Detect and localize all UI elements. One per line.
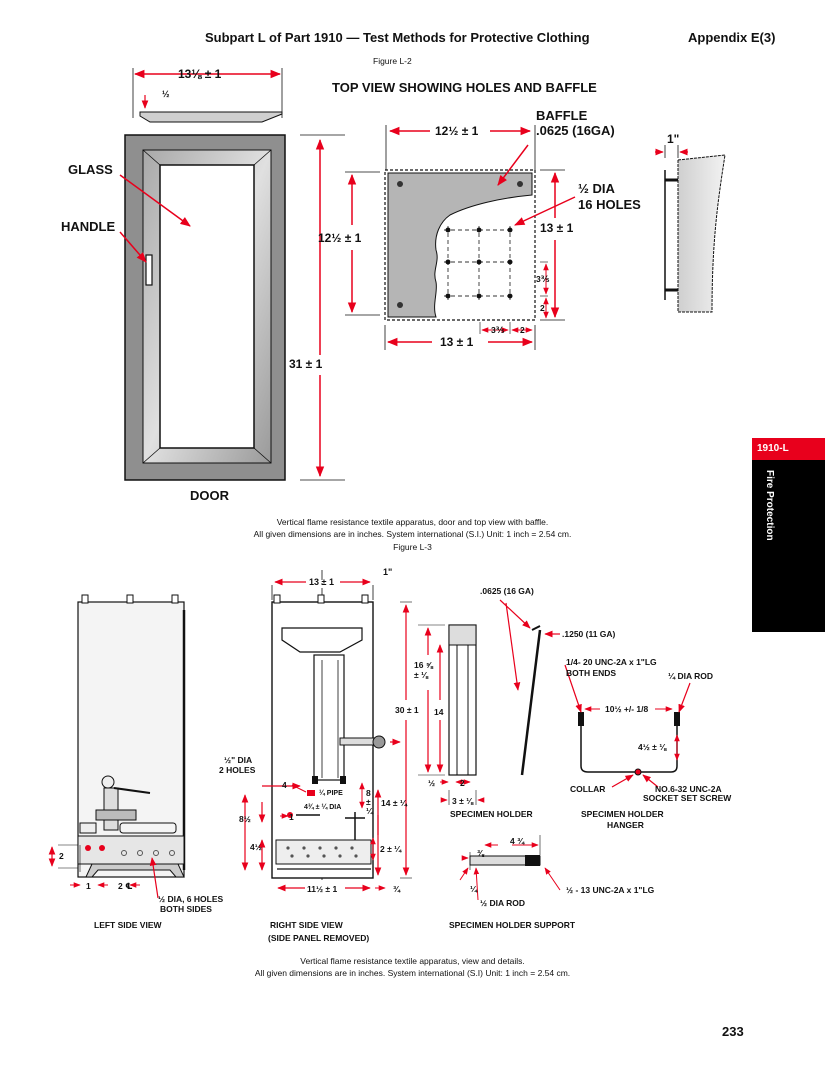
six-holes-1-label: ½ DIA, 6 HOLES	[158, 894, 224, 904]
page-header-appendix: Appendix E(3)	[688, 30, 776, 45]
rs-4-dim: 4	[282, 780, 287, 790]
top-view-title: TOP VIEW SHOWING HOLES AND BAFFLE	[332, 80, 597, 95]
half-rod-label: ½ DIA ROD	[480, 898, 526, 908]
holder-two-dim: 2	[460, 778, 465, 788]
hole-spacing-h-dim: 3⅗	[491, 325, 505, 335]
baffle-width-dim: 12½ ± 1	[435, 124, 479, 138]
baffle-label: BAFFLE	[536, 108, 588, 123]
figure-label-l2: Figure L-2	[373, 56, 412, 66]
rs-bottom-dim: 11½ ± 1	[307, 884, 338, 894]
specimen-holder-support-drawing	[459, 835, 561, 901]
section-tab-topic: Fire Protection	[752, 460, 825, 632]
hanger-depth-dim: 4½ ± ⅛	[638, 742, 667, 752]
ls-1-dim: 1	[86, 881, 91, 891]
caption-l3-line2: All given dimensions are in inches. Syst…	[254, 968, 571, 978]
specimen-holder-support-label: SPECIMEN HOLDER SUPPORT	[449, 920, 576, 930]
hole-edge-h-dim: 2	[520, 325, 525, 335]
left-side-view-drawing	[48, 594, 186, 899]
door-top-strip	[132, 68, 283, 123]
screw-1-label: NO.6-32 UNC-2A	[655, 784, 722, 794]
specimen-holder-label: SPECIMEN HOLDER	[450, 809, 533, 819]
rod-label: ¼ DIA ROD	[668, 671, 714, 681]
rs-2-dim: 2 ± ¼	[380, 844, 402, 854]
ls-2c-dim: 2 ℄	[118, 881, 133, 891]
pipe-label: ¼ PIPE	[319, 790, 343, 797]
collar-label: COLLAR	[570, 784, 606, 794]
holes-count-label: 16 HOLES	[578, 197, 641, 212]
handle-label: HANDLE	[61, 219, 116, 234]
rs-14-dim: 14 ± ¼	[381, 798, 407, 808]
holes-2-label: 2 HOLES	[219, 765, 256, 775]
right-side-view-label: RIGHT SIDE VIEW	[270, 920, 343, 930]
rs-pm-dim: ±	[366, 797, 371, 807]
door-top-width-dim: 13⅛ ± 1	[178, 67, 222, 81]
section-tab-topic-text: Fire Protection	[764, 470, 775, 541]
cabinet-height-dim: 30 ± 1	[395, 705, 419, 715]
six-holes-2-label: BOTH SIDES	[160, 904, 212, 914]
support-3-8-dim: ⅜	[477, 848, 485, 858]
section-tab-code-text: 1910-L	[757, 443, 789, 454]
door-top-lip-dim: ½	[162, 89, 170, 99]
holes-dia-label: ½ DIA	[578, 181, 615, 196]
holder-inner-dim: 14	[434, 707, 444, 717]
gauge-11-label: .1250 (11 GA)	[562, 629, 616, 639]
unc-1-label: 1/4- 20 UNC-2A x 1"LG	[566, 657, 657, 667]
rs-8half-dim: 8½	[239, 814, 251, 824]
holder-len-dim: 16 ⅝	[414, 660, 433, 670]
support-length-dim: 4 ¾	[510, 836, 525, 846]
baffle-top-view	[345, 125, 576, 350]
plate-width-dim: 13 ± 1	[440, 335, 474, 349]
baffle-height-dim: 12½ ± 1	[318, 231, 362, 245]
pipe-dia-label: 4¾ ± ¼ DIA	[304, 804, 342, 811]
gauge-16-label: .0625 (16 GA)	[480, 586, 534, 596]
screw-2-label: SOCKET SET SCREW	[643, 793, 732, 803]
holder-half-dim: ½	[428, 778, 436, 788]
side-width-dim: 1"	[667, 132, 680, 146]
unc-1b-label: BOTH ENDS	[566, 668, 617, 678]
rs-quarter-dim: ¼	[366, 806, 374, 816]
rs-1-dim: 1	[289, 812, 294, 822]
door-label: DOOR	[190, 488, 229, 503]
caption-l2-line1: Vertical flame resistance textile appara…	[276, 517, 549, 527]
door-drawing	[119, 134, 345, 481]
door-height-dim: 31 ± 1	[289, 357, 323, 371]
specimen-holder-hanger-label-2: HANGER	[607, 820, 644, 830]
holder-tol-dim: ± ⅛	[414, 670, 429, 680]
specimen-holder-drawing	[418, 599, 560, 805]
rs-8-dim: 8	[366, 788, 371, 798]
caption-l2-line2: All given dimensions are in inches. Syst…	[253, 529, 572, 539]
side-panel-removed-label: (SIDE PANEL REMOVED)	[268, 933, 370, 943]
hanger-span-dim: 10½ +/- 1/8	[605, 704, 649, 714]
right-side-view-drawing	[241, 570, 412, 892]
baffle-gauge-label: .0625 (16GA)	[536, 123, 615, 138]
ls-2-dim: 2	[59, 851, 64, 861]
door-side-view	[655, 145, 726, 313]
hole-edge-v-dim: 2	[540, 303, 545, 313]
holder-bottom-dim: 3 ± ⅛	[452, 796, 474, 806]
cabinet-width-dim: 13 ± 1	[309, 577, 334, 587]
caption-l3-line1: Vertical flame resistance textile appara…	[300, 956, 525, 966]
hole-spacing-v-dim: 3⅗	[536, 274, 550, 284]
page-header-title: Subpart L of Part 1910 — Test Methods fo…	[205, 30, 590, 45]
holes-1-label: ½" DIA	[224, 755, 253, 765]
rs-3q-dim: ¾	[393, 884, 401, 894]
plate-height-dim: 13 ± 1	[540, 221, 574, 235]
page-number: 233	[722, 1024, 744, 1039]
specimen-holder-hanger-drawing	[564, 664, 691, 788]
top-offset-dim: 1"	[383, 567, 393, 577]
glass-label: GLASS	[68, 162, 113, 177]
figure-label-l3: Figure L-3	[393, 542, 432, 552]
unc-2-label: ½ - 13 UNC-2A x 1"LG	[566, 885, 655, 895]
support-quarter-dim: ¼	[470, 884, 478, 894]
left-side-view-label: LEFT SIDE VIEW	[94, 920, 162, 930]
rs-4half-dim: 4½	[250, 842, 262, 852]
section-tab-code: 1910-L	[752, 438, 825, 460]
specimen-holder-hanger-label-1: SPECIMEN HOLDER	[581, 809, 664, 819]
